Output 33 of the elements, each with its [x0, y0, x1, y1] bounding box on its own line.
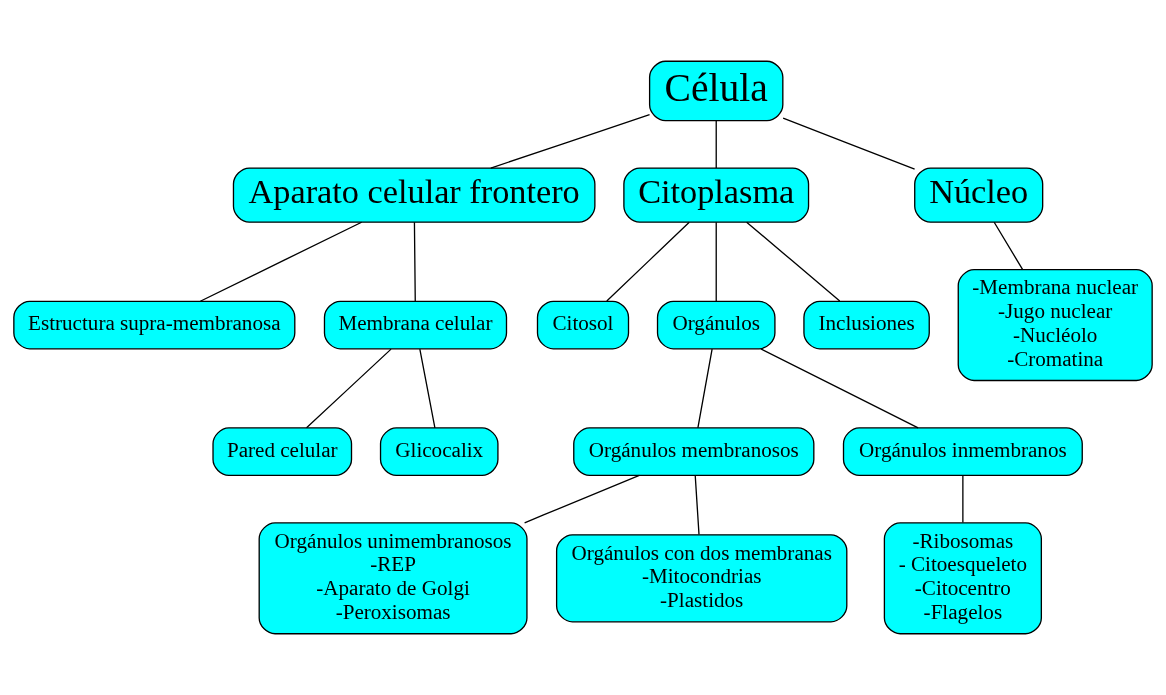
node-box: Membrana celular	[323, 300, 508, 350]
node-box: Estructura supra-membranosa	[13, 300, 296, 350]
connector	[694, 475, 700, 535]
connector	[305, 348, 392, 429]
node-box: Orgánulos unimembranosos -REP -Aparato de Golgi -Peroxisomas	[258, 522, 528, 635]
node-box: Orgánulos con dos membranas -Mitocondrias -Plastidos	[555, 534, 848, 623]
node-box: Célula	[648, 60, 784, 122]
node-box: Orgánulos inmembranos	[842, 427, 1083, 477]
node-box: Citosol	[536, 300, 630, 350]
connector	[993, 221, 1024, 271]
connector	[490, 114, 651, 169]
node-box: Glicocalix	[379, 427, 499, 477]
connector	[760, 348, 919, 429]
node-box: Orgánulos membranosos	[573, 427, 815, 477]
connector	[413, 221, 416, 302]
connector	[746, 221, 841, 302]
node-box: -Membrana nuclear -Jugo nuclear -Nucléolo -Cromatina	[957, 269, 1153, 382]
node-box: Núcleo	[914, 167, 1044, 223]
node-box: Inclusiones	[803, 300, 930, 350]
node-box: -Ribosomas - Citoesqueleto -Citocentro -Flagelos	[883, 522, 1042, 635]
connector	[199, 221, 363, 302]
node-box: Citoplasma	[623, 167, 810, 223]
node-box: Aparato celular frontero	[232, 167, 596, 223]
connector	[523, 474, 640, 524]
connector	[419, 348, 436, 429]
connector	[962, 475, 964, 524]
connector	[697, 348, 713, 429]
node-box: Pared celular	[212, 427, 353, 477]
connector	[606, 221, 690, 302]
connector	[715, 221, 717, 302]
connector	[782, 117, 916, 170]
node-box: Orgánulos	[656, 300, 776, 350]
connector	[715, 120, 717, 169]
